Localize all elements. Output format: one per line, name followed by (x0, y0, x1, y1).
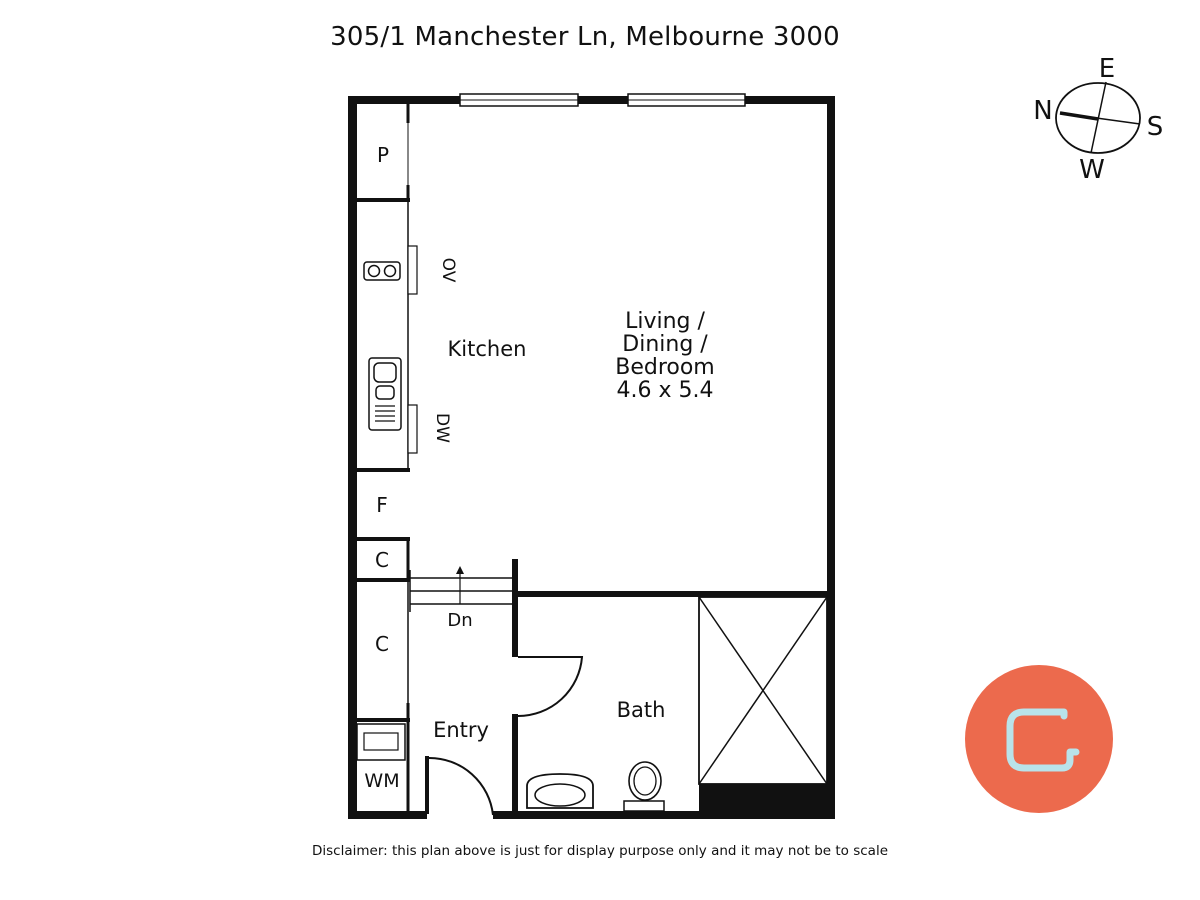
laundry: WM (356, 703, 410, 811)
shower (698, 596, 835, 814)
stairs-label: Dn (447, 610, 472, 631)
washing-machine-icon (356, 723, 406, 761)
bathroom-door-swing (517, 656, 584, 718)
cupboard-lower: C (357, 580, 410, 722)
agency-logo (965, 665, 1113, 813)
pantry-label: P (377, 143, 389, 167)
cupboard-lower-label: C (375, 632, 389, 656)
living-room-size: 4.6 x 5.4 (617, 378, 714, 403)
oven-unit (407, 245, 418, 295)
basin-icon (526, 773, 594, 809)
fridge-label: F (376, 493, 388, 517)
compass: N E S W (1033, 54, 1163, 185)
kitchen-label: Kitchen (448, 337, 527, 361)
dishwasher-unit (407, 404, 418, 454)
living-room: Living / Dining / Bedroom 4.6 x 5.4 (615, 309, 715, 403)
stairs: Dn (409, 566, 515, 631)
laundry-label: WM (364, 770, 399, 792)
arrow-up-icon (456, 566, 464, 574)
dishwasher-label: DW (432, 413, 452, 443)
living-label-line1: Living / (625, 309, 705, 334)
toilet-icon (623, 761, 665, 812)
g-logo-icon (1006, 708, 1080, 772)
bathroom-walls (512, 559, 835, 814)
outer-walls (348, 96, 835, 819)
compass-e: E (1099, 54, 1115, 84)
kitchen-bench: OV Kitchen DW (357, 200, 527, 472)
entry: Entry (425, 718, 494, 816)
oven-label: OV (438, 258, 458, 283)
pantry: P (357, 104, 410, 202)
bath-label: Bath (617, 698, 666, 722)
logo-badge (965, 665, 1113, 813)
cooktop-icon (363, 261, 401, 281)
cupboard-upper-label: C (375, 548, 389, 572)
compass-w: W (1079, 155, 1105, 185)
compass-n: N (1033, 96, 1052, 126)
entry-label: Entry (433, 718, 489, 742)
page-title: 305/1 Manchester Ln, Melbourne 3000 (330, 22, 840, 52)
disclaimer-text: Disclaimer: this plan above is just for … (311, 843, 889, 859)
windows (459, 93, 746, 107)
living-label-line2: Dining / (622, 332, 708, 357)
compass-rose-icon (1055, 81, 1141, 154)
living-label-line3: Bedroom (615, 355, 715, 380)
compass-s: S (1147, 112, 1164, 142)
cupboard-upper: C (357, 537, 410, 582)
sink-icon (368, 357, 402, 431)
entry-door-swing (428, 756, 494, 816)
